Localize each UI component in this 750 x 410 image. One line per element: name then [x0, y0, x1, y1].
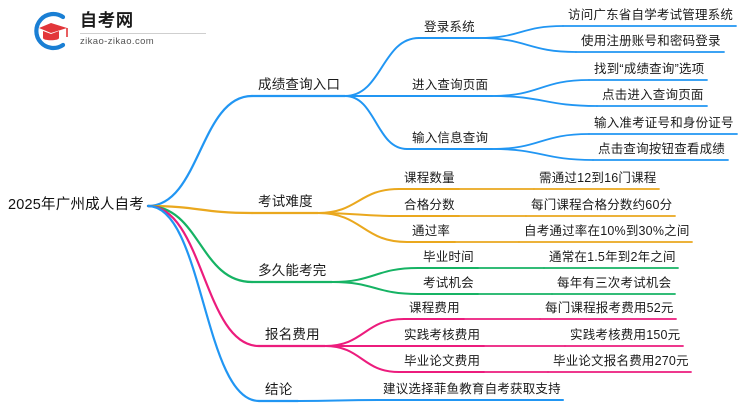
branch-node-jielun[interactable]: 结论: [265, 382, 293, 397]
logo-text: 自考网 zikao-zikao.com: [80, 11, 230, 47]
sub-node[interactable]: 课程数量: [404, 171, 455, 185]
sub-node[interactable]: 登录系统: [424, 20, 475, 34]
sub-node[interactable]: 毕业时间: [423, 250, 474, 264]
sub-node[interactable]: 进入查询页面: [412, 78, 489, 92]
leaf-node[interactable]: 访问广东省自学考试管理系统: [568, 8, 734, 22]
leaf-node[interactable]: 每年有三次考试机会: [557, 276, 672, 290]
branch-node-duojiu[interactable]: 多久能考完: [258, 263, 327, 278]
leaf-node[interactable]: 毕业论文报名费用270元: [553, 354, 689, 368]
leaf-node[interactable]: 通常在1.5年到2年之间: [549, 250, 676, 264]
logo-domain: zikao-zikao.com: [80, 36, 155, 47]
sub-node[interactable]: 实践考核费用: [404, 328, 481, 342]
mindmap-root-node[interactable]: 2025年广州成人自考: [8, 197, 144, 213]
branch-node-chengji[interactable]: 成绩查询入口: [258, 77, 341, 92]
leaf-node[interactable]: 自考通过率在10%到30%之间: [524, 224, 690, 238]
sub-node[interactable]: 输入信息查询: [412, 131, 489, 145]
leaf-node[interactable]: 点击查询按钮查看成绩: [598, 142, 726, 156]
site-logo: 自考网 zikao-zikao.com: [30, 8, 240, 54]
leaf-node[interactable]: 使用注册账号和密码登录: [581, 34, 721, 48]
sub-node[interactable]: 考试机会: [423, 276, 474, 290]
sub-node[interactable]: 建议选择菲鱼教育自考获取支持: [383, 382, 561, 396]
leaf-node[interactable]: 每门课程报考费用52元: [545, 301, 674, 315]
sub-node[interactable]: 合格分数: [404, 198, 455, 212]
logo-title: 自考网: [80, 11, 134, 30]
leaf-node[interactable]: 输入准考证号和身份证号: [594, 116, 734, 130]
leaf-node[interactable]: 找到“成绩查询”选项: [594, 62, 705, 76]
sub-node[interactable]: 毕业论文费用: [404, 354, 481, 368]
leaf-node[interactable]: 实践考核费用150元: [570, 328, 681, 342]
sub-node[interactable]: 课程费用: [409, 301, 460, 315]
leaf-node[interactable]: 每门课程合格分数约60分: [531, 198, 673, 212]
sub-node[interactable]: 通过率: [412, 224, 451, 238]
leaf-node[interactable]: 点击进入查询页面: [602, 88, 704, 102]
logo-divider: [80, 33, 206, 34]
branch-node-nandu[interactable]: 考试难度: [258, 194, 313, 209]
graduation-cap-icon: [34, 11, 68, 51]
leaf-node[interactable]: 需通过12到16门课程: [539, 171, 657, 185]
branch-node-baoming[interactable]: 报名费用: [265, 327, 320, 342]
